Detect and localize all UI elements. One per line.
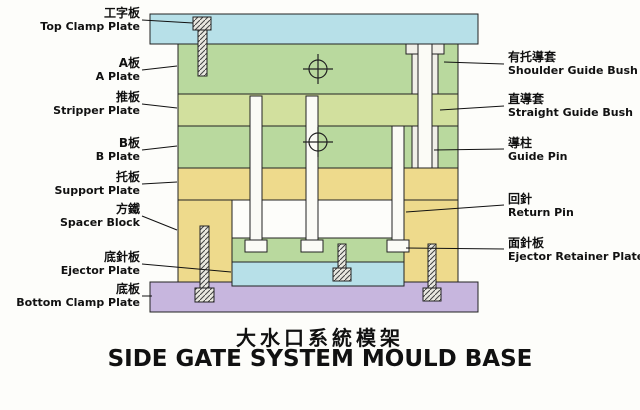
label-spacer-block-en: Spacer Block (59, 216, 140, 229)
label-return-pin: 回針 Return Pin (508, 192, 640, 219)
leader-lines (141, 19, 505, 297)
screw-ejector (332, 243, 352, 282)
guide-pin (417, 43, 433, 169)
label-shoulder-guide-bush-zh: 有托導套 (508, 50, 557, 64)
label-spacer-block: 方鐵 Spacer Block (0, 202, 140, 229)
label-ejector-retainer-plate-en: Ejector Retainer Plate (508, 250, 640, 263)
guide-assembly (405, 43, 445, 169)
label-bottom-clamp-plate: 底板 Bottom Clamp Plate (0, 282, 140, 309)
center-mark-lower (303, 127, 333, 157)
plate-ejector (231, 261, 405, 287)
label-return-pin-en: Return Pin (508, 206, 574, 219)
label-guide-pin-en: Guide Pin (508, 150, 568, 163)
label-return-pin-zh: 回針 (508, 192, 533, 206)
label-a-plate: A板 A Plate (0, 56, 140, 83)
screw-top-left (192, 16, 212, 77)
label-b-plate-zh: B板 (118, 136, 140, 150)
label-a-plate-zh: A板 (118, 56, 140, 70)
label-straight-guide-bush: 直導套 Straight Guide Bush (508, 92, 640, 119)
label-stripper-plate-en: Stripper Plate (53, 104, 140, 117)
label-guide-pin-zh: 導柱 (508, 136, 533, 150)
diagram-title-en: SIDE GATE SYSTEM MOULD BASE (107, 346, 533, 372)
return-pin-center (300, 95, 324, 253)
label-stripper-plate-zh: 推板 (115, 90, 140, 104)
center-mark-upper (303, 54, 333, 84)
label-support-plate-en: Support Plate (54, 184, 140, 197)
label-top-clamp-plate: 工字板 Top Clamp Plate (0, 6, 140, 33)
label-spacer-block-zh: 方鐵 (115, 202, 140, 216)
label-straight-guide-bush-zh: 直導套 (508, 92, 545, 106)
screw-bottom-left (194, 225, 215, 303)
label-b-plate: B板 B Plate (0, 136, 140, 163)
diagram-title-zh: 大水口系統模架 (236, 326, 404, 350)
label-support-plate: 托板 Support Plate (0, 170, 140, 197)
label-bottom-clamp-plate-en: Bottom Clamp Plate (16, 296, 140, 309)
return-pin-right (386, 125, 410, 253)
label-straight-guide-bush-en: Straight Guide Bush (508, 106, 633, 119)
screw-bottom-right (422, 243, 442, 302)
label-ejector-plate-zh: 底針板 (103, 250, 140, 264)
label-ejector-plate: 底針板 Ejector Plate (0, 250, 140, 277)
label-ejector-retainer-plate-zh: 面針板 (508, 236, 545, 250)
label-ejector-plate-en: Ejector Plate (60, 264, 140, 277)
label-stripper-plate: 推板 Stripper Plate (0, 90, 140, 117)
label-top-clamp-plate-en: Top Clamp Plate (40, 20, 140, 33)
label-support-plate-zh: 托板 (115, 170, 140, 184)
return-pin-left (244, 95, 268, 253)
label-top-clamp-plate-zh: 工字板 (103, 6, 140, 20)
label-shoulder-guide-bush: 有托導套 Shoulder Guide Bush (508, 50, 640, 77)
label-b-plate-en: B Plate (95, 150, 140, 163)
label-bottom-clamp-plate-zh: 底板 (115, 282, 140, 296)
label-ejector-retainer-plate: 面針板 Ejector Retainer Plate (508, 236, 640, 263)
label-shoulder-guide-bush-en: Shoulder Guide Bush (508, 64, 638, 77)
label-guide-pin: 導柱 Guide Pin (508, 136, 640, 163)
label-a-plate-en: A Plate (95, 70, 140, 83)
